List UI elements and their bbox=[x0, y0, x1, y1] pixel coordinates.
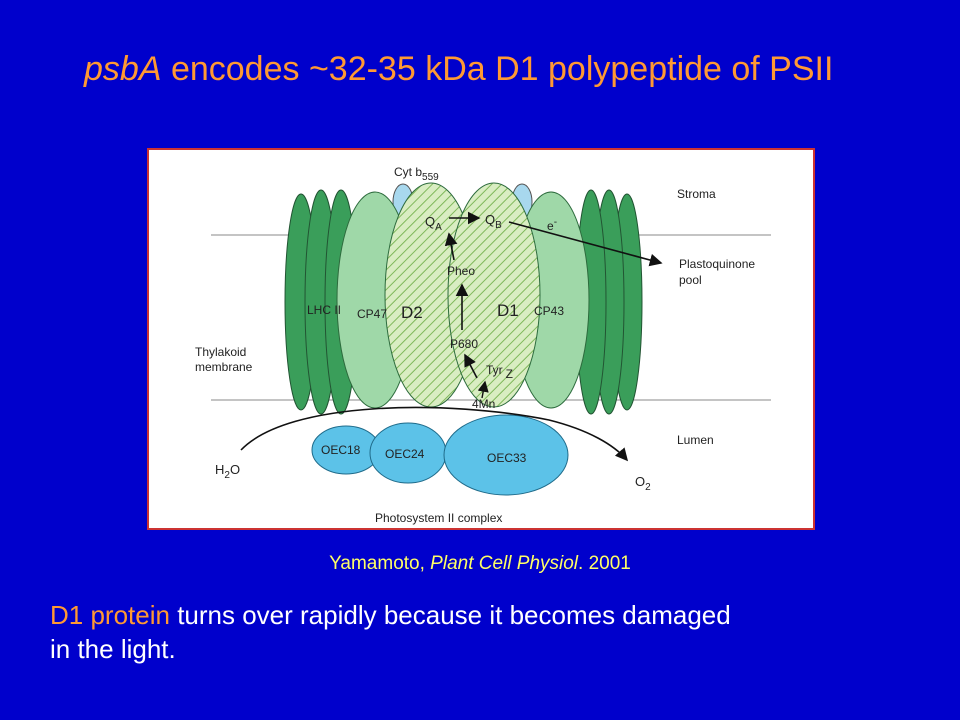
body-text: D1 protein turns over rapidly because it… bbox=[50, 598, 930, 666]
cyt-b559-label: Cyt b559 bbox=[394, 165, 439, 183]
p680-label: P680 bbox=[450, 337, 478, 351]
lhc-ii-label: LHC II bbox=[307, 303, 341, 317]
d1-shape bbox=[447, 182, 541, 408]
plastoquinone-label-line1: Plastoquinone bbox=[679, 257, 755, 271]
psii-diagram: Cyt b559 Stroma Lumen Thylakoid membrane… bbox=[147, 148, 815, 530]
thylakoid-label-line2: membrane bbox=[195, 360, 253, 374]
cp43-label: CP43 bbox=[534, 304, 564, 318]
oec24-label: OEC24 bbox=[385, 447, 425, 461]
pheo-to-qa-arrow bbox=[444, 232, 458, 261]
oxygen-label: O2 bbox=[635, 474, 651, 493]
tyr-to-p680-arrow bbox=[464, 353, 478, 379]
citation-year: . 2001 bbox=[578, 553, 631, 574]
electron-label: e- bbox=[547, 217, 557, 233]
d2-label: D2 bbox=[401, 303, 423, 322]
qa-label: QA bbox=[425, 214, 442, 233]
citation-journal: Plant Cell Physiol bbox=[430, 553, 579, 574]
water-label: H2O bbox=[215, 462, 240, 481]
cp47-label: CP47 bbox=[357, 307, 387, 321]
d1-label: D1 bbox=[497, 301, 519, 320]
d1-protein-highlight: D1 protein bbox=[50, 600, 170, 630]
body-line2: in the light. bbox=[50, 634, 176, 664]
gene-name: psbA bbox=[84, 50, 162, 88]
oec33-shape bbox=[443, 414, 569, 496]
title-rest: encodes ~32-35 kDa D1 polypeptide of PSI… bbox=[161, 50, 834, 88]
psii-diagram-svg: Cyt b559 Stroma Lumen Thylakoid membrane… bbox=[195, 165, 771, 525]
citation: Yamamoto, Plant Cell Physiol. 2001 bbox=[0, 553, 960, 575]
mn-to-tyr-arrow bbox=[477, 380, 489, 399]
citation-author: Yamamoto, bbox=[329, 553, 431, 574]
body-line1-rest: turns over rapidly because it becomes da… bbox=[169, 600, 731, 630]
slide-title: psbA encodes ~32-35 kDa D1 polypeptide o… bbox=[84, 50, 944, 89]
lumen-label: Lumen bbox=[677, 433, 714, 447]
stroma-label: Stroma bbox=[677, 187, 716, 201]
thylakoid-label-line1: Thylakoid bbox=[195, 345, 246, 359]
qb-to-pq-arrow bbox=[508, 221, 663, 267]
mn-label: 4Mn bbox=[472, 397, 495, 411]
qb-label: QB bbox=[485, 212, 502, 231]
water-oxidation-arrow bbox=[240, 406, 629, 462]
pheo-label: Pheo bbox=[447, 264, 475, 278]
plastoquinone-label-line2: pool bbox=[679, 273, 702, 287]
oec18-label: OEC18 bbox=[321, 443, 361, 457]
diagram-caption: Photosystem II complex bbox=[375, 511, 502, 525]
oec33-label: OEC33 bbox=[487, 451, 527, 465]
